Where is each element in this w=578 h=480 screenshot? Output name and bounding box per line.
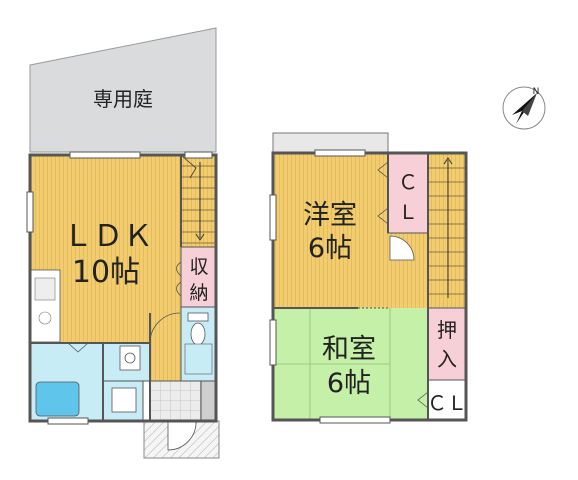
first-floor: 収 納 [26, 151, 220, 459]
garden-area [29, 27, 217, 153]
japanese-label-1: 和室 [322, 334, 376, 365]
oshiire-label-1: 押 [437, 318, 457, 342]
closet-western-label-2: Ｌ [398, 200, 418, 224]
ldk-label-2: 10帖 [72, 255, 140, 290]
shoe-closet [200, 380, 217, 422]
oshiire-label-2: 入 [437, 347, 457, 371]
western-room [273, 153, 388, 308]
western-label-1: 洋室 [303, 200, 357, 231]
compass-north-label: N [533, 87, 540, 97]
closet-western [387, 152, 429, 234]
bathtub-icon [35, 381, 80, 417]
entrance-door [167, 420, 197, 451]
toilet-icon [190, 322, 206, 346]
stairs-first-floor [181, 155, 216, 247]
entrance-tile [149, 380, 202, 422]
ldk-label-1: ＬＤＫ [63, 219, 153, 254]
western-label-2: 6帖 [308, 233, 352, 264]
storage-label-2: 納 [189, 282, 208, 304]
stairs-second-floor [428, 153, 466, 308]
compass-icon: N [502, 86, 546, 130]
japanese-label-2: 6帖 [327, 368, 371, 399]
second-floor: Ｃ Ｌ 押 入 ＣＬ [269, 132, 468, 424]
storage-label-1: 収 [189, 256, 208, 278]
closet-japanese-label: ＣＬ [427, 391, 467, 415]
closet-western-label-1: Ｃ [398, 170, 418, 194]
garden-label: 専用庭 [93, 87, 153, 111]
